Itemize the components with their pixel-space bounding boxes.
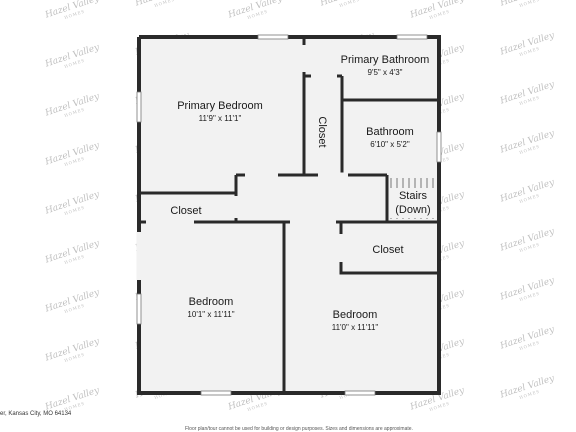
- window: [344, 390, 376, 396]
- room-name-bathroom: Bathroom: [366, 126, 414, 138]
- room-size-primary-bedroom: 11'9" x 11'1": [199, 114, 242, 123]
- exterior-walls: [137, 35, 441, 395]
- room-name-primary-bedroom: Primary Bedroom: [177, 100, 263, 112]
- stairs-label-bg: [389, 188, 437, 218]
- window: [200, 390, 232, 396]
- room-name-primary-bathroom: Primary Bathroom: [341, 54, 430, 66]
- window: [257, 34, 289, 40]
- room-name-closet-right: Closet: [372, 244, 403, 256]
- room-name-bedroom-right: Bedroom: [333, 309, 378, 321]
- window: [136, 91, 142, 123]
- room-name-bedroom-left: Bedroom: [189, 296, 234, 308]
- stairs-label-line1: Stairs: [399, 190, 428, 202]
- stairs-label-line2: (Down): [395, 204, 430, 216]
- address-text: er, Kansas City, MO 64134: [0, 411, 72, 417]
- door-openings: [136, 45, 348, 280]
- room-name-closet-left: Closet: [170, 205, 201, 217]
- room-size-bathroom: 6'10" x 5'2": [370, 140, 410, 149]
- room-size-bedroom-left: 10'1" x 11'11": [187, 310, 234, 319]
- window: [136, 293, 142, 325]
- disclaimer-text: Floor plan/tour cannot be used for build…: [185, 426, 413, 432]
- window: [436, 131, 442, 163]
- room-name-closet-vertical: Closet: [316, 116, 328, 147]
- room-size-primary-bathroom: 9'5" x 4'3": [368, 68, 403, 77]
- room-size-bedroom-right: 11'0" x 11'11": [332, 323, 379, 332]
- windows: [136, 34, 442, 396]
- room-labels: Primary Bedroom 11'9" x 11'1" Primary Ba…: [170, 54, 430, 332]
- window: [396, 34, 428, 40]
